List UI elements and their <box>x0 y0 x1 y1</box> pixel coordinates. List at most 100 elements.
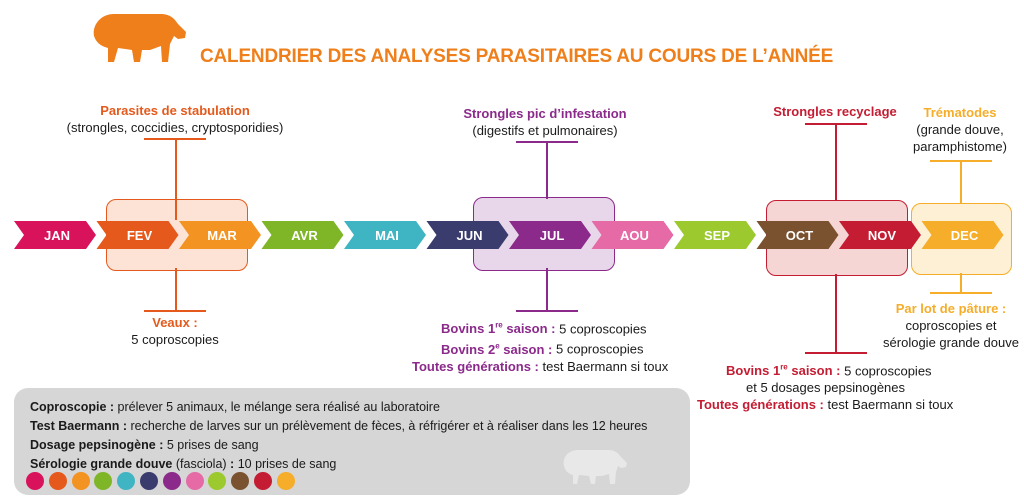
connector-pic-top <box>546 141 548 199</box>
color-dot-nov <box>254 472 272 490</box>
month-arrow <box>426 221 509 249</box>
recyclage-line-1-text: 5 coproscopies <box>840 363 932 379</box>
month-arrow <box>756 221 839 249</box>
month-mar: MAR <box>179 221 261 249</box>
pic-line-2-label: Bovins 2e saison : <box>441 341 553 357</box>
recyclage-line-3-label: Toutes générations : <box>697 397 824 413</box>
month-arrow <box>344 221 426 249</box>
legend-item-coproscopie: Coproscopie : prélever 5 animaux, le mél… <box>30 400 440 414</box>
legend-text: Coproscopie : prélever 5 animaux, le mél… <box>30 398 647 474</box>
month-label: MAR <box>207 228 237 243</box>
month-label: AOU <box>620 228 649 243</box>
month-mai: MAI <box>344 221 426 249</box>
connector-trematodes-top-bar <box>930 160 992 162</box>
connector-trematodes-top <box>960 160 962 204</box>
annotation-stabulation-top: Parasites de stabulation (strongles, coc… <box>40 102 310 136</box>
color-dot-oct <box>231 472 250 490</box>
month-label: SEP <box>704 228 730 243</box>
month-arrow <box>674 221 756 249</box>
month-arrow <box>261 221 344 249</box>
recyclage-line-1-label: Bovins 1re saison : <box>726 363 841 379</box>
pic-heading: Strongles pic d’infestation <box>463 106 627 121</box>
connector-pic-bottom <box>546 268 548 310</box>
lot-paturage-detail-1: coproscopies et <box>905 318 997 333</box>
month-jan: JAN <box>14 221 96 249</box>
pic-line-2-text: 5 coproscopies <box>552 341 644 357</box>
month-arrow <box>921 221 1004 249</box>
month-arrow <box>509 221 591 249</box>
page-title: CALENDRIER DES ANALYSES PARASITAIRES AU … <box>200 46 834 67</box>
month-arrow <box>96 221 179 249</box>
month-dec: DEC <box>921 221 1004 249</box>
month-label: AVR <box>291 228 318 243</box>
annotation-trematodes-top: Trématodes (grande douve, paramphistome) <box>895 104 1024 155</box>
color-dot-jan <box>26 472 44 490</box>
color-dot-fev <box>48 472 67 490</box>
pic-line-3-label: Toutes générations : <box>412 358 539 374</box>
month-arrow <box>179 221 261 249</box>
month-timeline: JAN FEV MAR AVR MAI JUN JUL AOU SEP OCT NOV DEC <box>14 221 1004 249</box>
stabulation-heading: Parasites de stabulation <box>100 103 250 118</box>
month-oct: OCT <box>756 221 839 249</box>
color-dot-mar <box>71 472 90 490</box>
color-dot-jul <box>162 472 181 490</box>
month-nov: NOV <box>839 221 921 249</box>
month-label: NOV <box>868 228 897 243</box>
month-fev: FEV <box>96 221 179 249</box>
annotation-recyclage-bottom: Bovins 1re saison : 5 coproscopies et 5 … <box>697 359 953 413</box>
trematodes-detail-2: paramphistome) <box>913 139 1007 154</box>
recyclage-line-1: Bovins 1re saison : 5 coproscopies <box>697 359 953 379</box>
month-label: MAI <box>375 228 399 243</box>
pic-line-3: Toutes générations : test Baermann si to… <box>412 358 668 375</box>
veaux-heading: Veaux : <box>152 315 198 330</box>
connector-pic-bottom-bar <box>516 310 578 312</box>
color-dot-avr <box>94 472 113 490</box>
connector-stabulation-top <box>175 138 177 220</box>
recyclage-heading: Strongles recyclage <box>773 104 897 119</box>
trematodes-heading: Trématodes <box>923 105 997 120</box>
annotation-pic-top: Strongles pic d’infestation (digestifs e… <box>420 105 670 139</box>
color-dot-jun <box>140 472 158 490</box>
recyclage-line-3-text: test Baermann si toux <box>823 397 954 413</box>
month-label: DEC <box>951 228 979 243</box>
month-arrow <box>591 221 674 249</box>
month-label: FEV <box>127 228 153 243</box>
color-dot-mai <box>117 472 136 490</box>
connector-pic-top-bar <box>516 141 578 143</box>
connector-stabulation-bottom-bar <box>144 310 206 312</box>
connector-trematodes-bottom <box>960 273 962 292</box>
recyclage-line-3: Toutes générations : test Baermann si to… <box>697 396 953 413</box>
veaux-detail: 5 coproscopies <box>131 332 219 347</box>
month-label: OCT <box>786 228 814 243</box>
legend-item-baermann: Test Baermann : recherche de larves sur … <box>30 419 648 433</box>
month-label: JAN <box>44 228 70 243</box>
pic-line-1-label: Bovins 1re saison : <box>441 321 556 337</box>
connector-stabulation-bottom <box>175 268 177 310</box>
month-jun: JUN <box>426 221 509 249</box>
pic-line-3-text: test Baermann si toux <box>538 358 669 374</box>
color-dot-dec <box>276 472 295 490</box>
connector-recyclage-top <box>835 123 837 201</box>
annotation-recyclage-top: Strongles recyclage <box>760 103 910 120</box>
month-label: JUN <box>456 228 482 243</box>
annotation-pic-bottom: Bovins 1re saison : 5 coproscopies Bovin… <box>412 317 668 375</box>
connector-recyclage-top-bar <box>805 123 867 125</box>
cow-logo-icon <box>93 14 186 62</box>
annotation-stabulation-bottom: Veaux : 5 coproscopies <box>100 314 250 348</box>
month-sep: SEP <box>674 221 756 249</box>
legend-item-pepsinogene: Dosage pepsinogène : 5 prises de sang <box>30 438 259 452</box>
month-jul: JUL <box>509 221 591 249</box>
connector-recyclage-bottom <box>835 274 837 352</box>
stabulation-detail: (strongles, coccidies, cryptosporidies) <box>66 120 284 135</box>
lot-paturage-detail-2: sérologie grande douve <box>883 335 1019 350</box>
connector-recyclage-bottom-bar <box>805 352 867 354</box>
annotation-trematodes-bottom: Par lot de pâture : coproscopies et séro… <box>876 300 1024 351</box>
trematodes-detail-1: (grande douve, <box>916 122 1004 137</box>
recyclage-line-2: et 5 dosages pepsinogènes <box>746 380 906 396</box>
pic-detail: (digestifs et pulmonaires) <box>472 123 618 138</box>
legend-item-serologie: Sérologie grande douve (fasciola) : 10 p… <box>30 457 337 471</box>
pic-line-2: Bovins 2e saison : 5 coproscopies <box>412 337 668 357</box>
month-arrow <box>839 221 921 249</box>
color-dot-sep <box>208 472 227 490</box>
connector-trematodes-bottom-bar <box>930 292 992 294</box>
